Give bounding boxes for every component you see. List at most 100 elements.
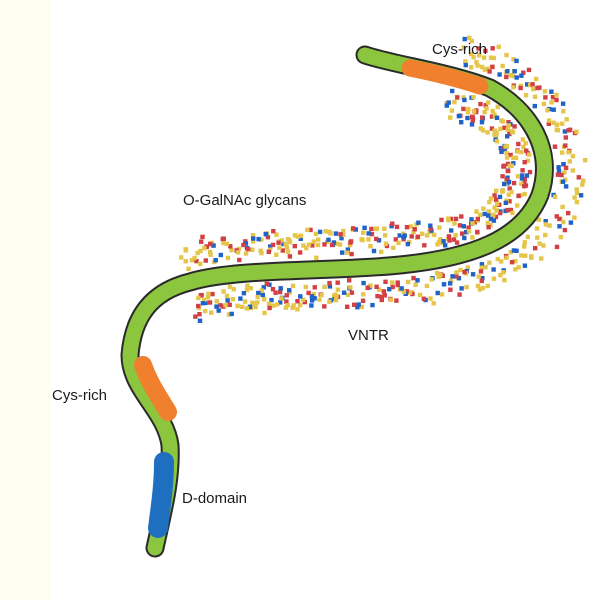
glycan-residue [475,63,480,68]
glycan-residue [499,259,504,264]
glycan-residue [195,250,200,256]
glycan-residue [285,303,290,308]
glycan-residue [494,197,499,202]
vntr-label: VNTR [348,327,389,344]
glycan-residue [345,304,350,309]
glycan-residue [510,130,515,135]
glycan-residue [562,129,568,134]
glycan-residue [483,103,488,108]
glycan-residue [511,248,517,253]
glycan-residue [583,158,588,163]
glycan-residue [376,238,382,243]
glycan-residue [235,250,241,255]
glycan-residue [479,64,485,70]
glycan-residue [512,69,517,74]
glycan-residue [341,232,346,237]
glycan-residue [396,240,401,246]
glycan-residue [382,293,387,298]
glycan-residue [451,237,457,242]
glycan-residue [459,120,464,125]
glycan-residue [287,254,293,259]
glycan-residue [415,234,421,239]
glycan-residue [471,94,476,100]
glycan-residue [210,291,215,297]
glycan-residue [244,287,250,293]
glycan-residue [349,290,355,295]
glycan-residue [256,236,261,242]
glycan-residue [545,108,550,113]
glycan-residue [477,53,482,58]
glycan-residue [371,248,377,254]
glycan-residue [448,115,453,120]
glycan-residue [374,284,379,289]
glycan-residue [266,249,271,254]
glycan-residue [580,182,585,187]
glycan-residue [518,85,523,91]
glycan-residue [333,231,339,236]
glycan-residue [297,302,303,308]
glycan-residue [448,287,453,292]
glycan-residue [312,285,317,290]
glycan-residue [366,237,371,242]
glycan-residue [230,297,235,302]
glycan-residue [522,177,527,182]
glycan-residue [551,107,556,112]
glycan-residue [435,290,440,296]
glycan-residue [227,302,232,307]
glycan-residue [482,67,487,72]
glycan-residue [309,303,314,308]
glycan-residue [218,252,223,258]
glycan-residue [542,89,548,94]
glycan-residue [362,225,367,230]
glycan-residue [365,285,370,291]
glycan-residue [563,165,569,170]
glycan-residue [516,193,521,199]
glycan-residue [537,85,542,90]
glycan-residue [478,212,483,217]
glycan-residue [404,225,410,230]
glycan-residue [304,245,309,251]
glycan-residue [245,283,250,288]
glycan-residue [483,264,488,270]
glycan-residue [401,234,406,240]
glycan-residue [549,89,554,94]
glycan-residue [274,252,279,257]
glycan-residue [298,294,303,299]
glycan-residue [208,252,213,257]
glycan-residue [486,209,492,214]
glycan-residue [528,82,533,88]
glycan-residue [255,300,260,305]
glycan-residue [395,280,400,285]
glycan-residue [459,214,464,219]
glycan-residue [216,308,221,313]
glycan-residue [265,235,271,240]
glycan-residue [522,263,528,268]
glycan-residue [498,126,503,132]
glycan-residue [502,181,507,187]
glycan-residue [251,236,256,241]
glycan-residue [250,233,256,238]
glycan-residue [209,310,214,315]
glycan-residue [570,168,576,173]
cys-rich-top-label: Cys-rich [432,41,487,58]
glycan-residue [524,148,529,153]
glycan-residue [461,95,466,100]
glycan-residue [464,230,469,235]
glycan-residue [221,289,226,294]
glycan-residue [420,231,425,236]
glycan-residue [250,247,255,252]
glycan-residue [463,62,468,68]
glycan-residue [511,155,516,161]
glycan-residue [504,198,509,203]
glycan-residue [228,244,233,249]
glycan-residue [560,204,565,210]
glycan-residue [462,235,467,241]
glycan-residue [464,284,469,290]
glycan-residue [494,188,499,193]
glycan-residue [507,186,512,191]
glycan-residue [511,180,517,186]
glycan-residue [408,224,414,229]
glycan-residue [541,243,546,248]
glycan-residue [404,289,409,294]
glycan-residue [508,250,513,255]
